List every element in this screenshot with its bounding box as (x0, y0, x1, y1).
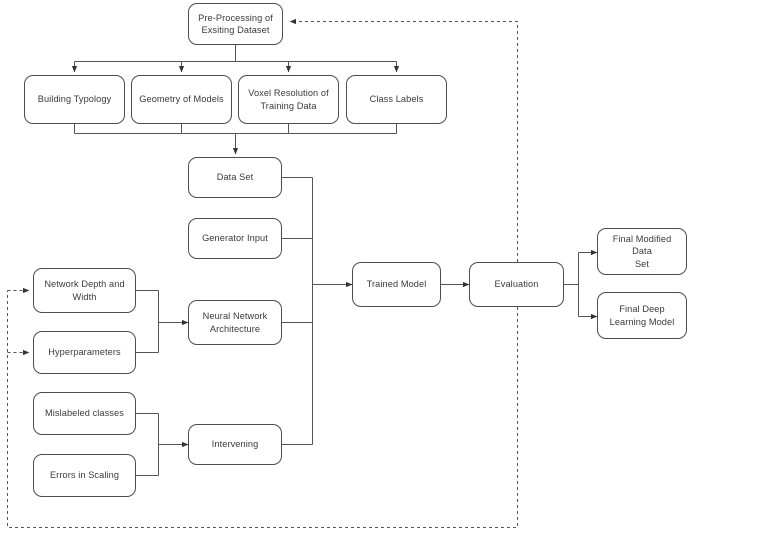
node-hyperparameters-label: Hyperparameters (48, 347, 121, 358)
node-building-typology[interactable]: Building Typology (24, 75, 125, 124)
node-final-modified-data-set-label: Final Modified Data Set (602, 233, 682, 269)
node-network-depth-line2: Width (72, 291, 97, 302)
node-neural-network-architecture[interactable]: Neural Network Architecture (188, 300, 282, 345)
node-class-labels-label: Class Labels (369, 94, 424, 105)
node-data-set[interactable]: Data Set (188, 157, 282, 198)
node-pre-processing-label: Pre-Processing of Exsiting Dataset (193, 12, 278, 36)
edge-feedback-evaluation-to-preprocessing (289, 18, 518, 262)
node-building-typology-label: Building Typology (37, 94, 112, 105)
node-hyperparameters[interactable]: Hyperparameters (33, 331, 136, 374)
node-network-depth-line1: Network Depth and (44, 279, 125, 290)
node-voxel-resolution-label: Voxel Resolution of Training Data (243, 87, 334, 111)
node-trained-model[interactable]: Trained Model (352, 262, 441, 307)
node-mislabeled-classes[interactable]: Mislabeled classes (33, 392, 136, 435)
node-nna-line2: Architecture (209, 323, 261, 334)
node-trained-model-label: Trained Model (366, 279, 427, 290)
node-network-depth-and-width-label: Network Depth and Width (38, 278, 131, 302)
node-geometry-of-models-label: Geometry of Models (139, 94, 224, 105)
node-network-depth-and-width[interactable]: Network Depth and Width (33, 268, 136, 313)
node-final-deep-learning-model-label: Final Deep Learning Model (602, 303, 682, 327)
node-voxel-resolution[interactable]: Voxel Resolution of Training Data (238, 75, 339, 124)
node-evaluation[interactable]: Evaluation (469, 262, 564, 307)
node-voxel-resolution-line2: Training Data (260, 100, 317, 111)
node-final-deep-line2: Learning Model (609, 316, 675, 327)
node-generator-input[interactable]: Generator Input (188, 218, 282, 259)
node-errors-in-scaling-label: Errors in Scaling (49, 470, 120, 481)
node-intervening-label: Intervening (211, 439, 259, 450)
node-pre-processing-line1: Pre-Processing of (198, 12, 273, 23)
node-nna-line1: Neural Network (202, 311, 268, 322)
node-pre-processing-line2: Exsiting Dataset (201, 25, 270, 35)
node-generator-input-label: Generator Input (202, 233, 268, 244)
node-geometry-of-models[interactable]: Geometry of Models (131, 75, 232, 124)
node-neural-network-architecture-label: Neural Network Architecture (193, 310, 277, 334)
node-evaluation-label: Evaluation (494, 279, 539, 290)
node-mislabeled-classes-label: Mislabeled classes (45, 408, 124, 419)
node-class-labels[interactable]: Class Labels (346, 75, 447, 124)
node-errors-in-scaling[interactable]: Errors in Scaling (33, 454, 136, 497)
node-pre-processing[interactable]: Pre-Processing of Exsiting Dataset (188, 3, 283, 45)
node-final-modified-line1: Final Modified Data (612, 234, 672, 257)
node-final-deep-learning-model[interactable]: Final Deep Learning Model (597, 292, 687, 339)
node-voxel-resolution-line1: Voxel Resolution of (248, 88, 329, 99)
node-final-deep-line1: Final Deep (619, 304, 665, 315)
node-final-modified-data-set[interactable]: Final Modified Data Set (597, 228, 687, 275)
node-intervening[interactable]: Intervening (188, 424, 282, 465)
node-data-set-label: Data Set (216, 172, 254, 183)
node-final-modified-line2: Set (634, 258, 650, 269)
